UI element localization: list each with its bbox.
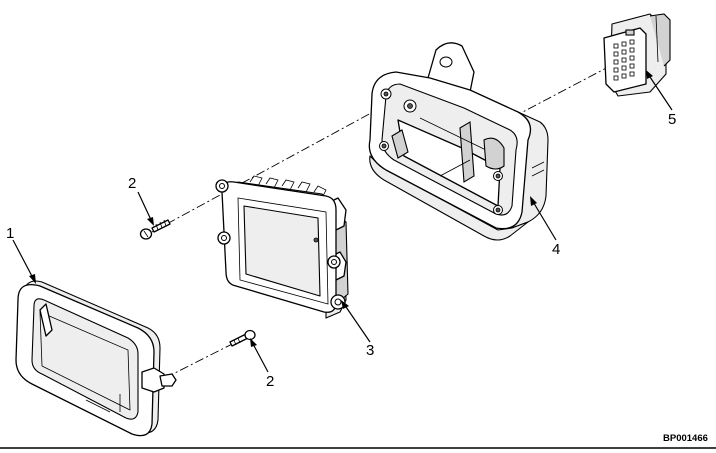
electrical-connector: [603, 13, 671, 97]
arrowhead-2-upper: [147, 217, 154, 226]
callout-2-lower: 2: [266, 373, 274, 390]
callout-5: 5: [668, 111, 676, 128]
leader-4: [531, 199, 557, 241]
callout-1: 1: [6, 225, 14, 242]
callout-labels: 1 2 2 3 4 5: [6, 111, 676, 390]
arrowhead-5: [646, 70, 653, 79]
bezel-frame: [15, 280, 177, 437]
callout-2-upper: 2: [128, 175, 136, 192]
mounting-housing: [368, 42, 549, 241]
screw-upper: [139, 219, 171, 240]
leader-2-lower: [251, 341, 269, 373]
callout-leaders: [12, 70, 673, 373]
display-module: [215, 175, 349, 319]
callout-4: 4: [552, 241, 560, 258]
leader-2-upper: [137, 191, 153, 223]
arrowhead-2-lower: [250, 338, 257, 347]
callout-3: 3: [366, 342, 374, 359]
arrowhead-1: [29, 274, 36, 284]
arrowhead-4: [530, 196, 537, 206]
figure-id: BP001466: [663, 433, 708, 444]
arrowhead-3: [341, 300, 349, 309]
screw-lower: [229, 329, 256, 347]
heat-sink-fins: [249, 175, 327, 199]
leader-1: [12, 239, 35, 281]
connector-pin-cavities: [613, 39, 635, 81]
leader-3: [343, 303, 371, 343]
leader-5: [647, 73, 673, 111]
